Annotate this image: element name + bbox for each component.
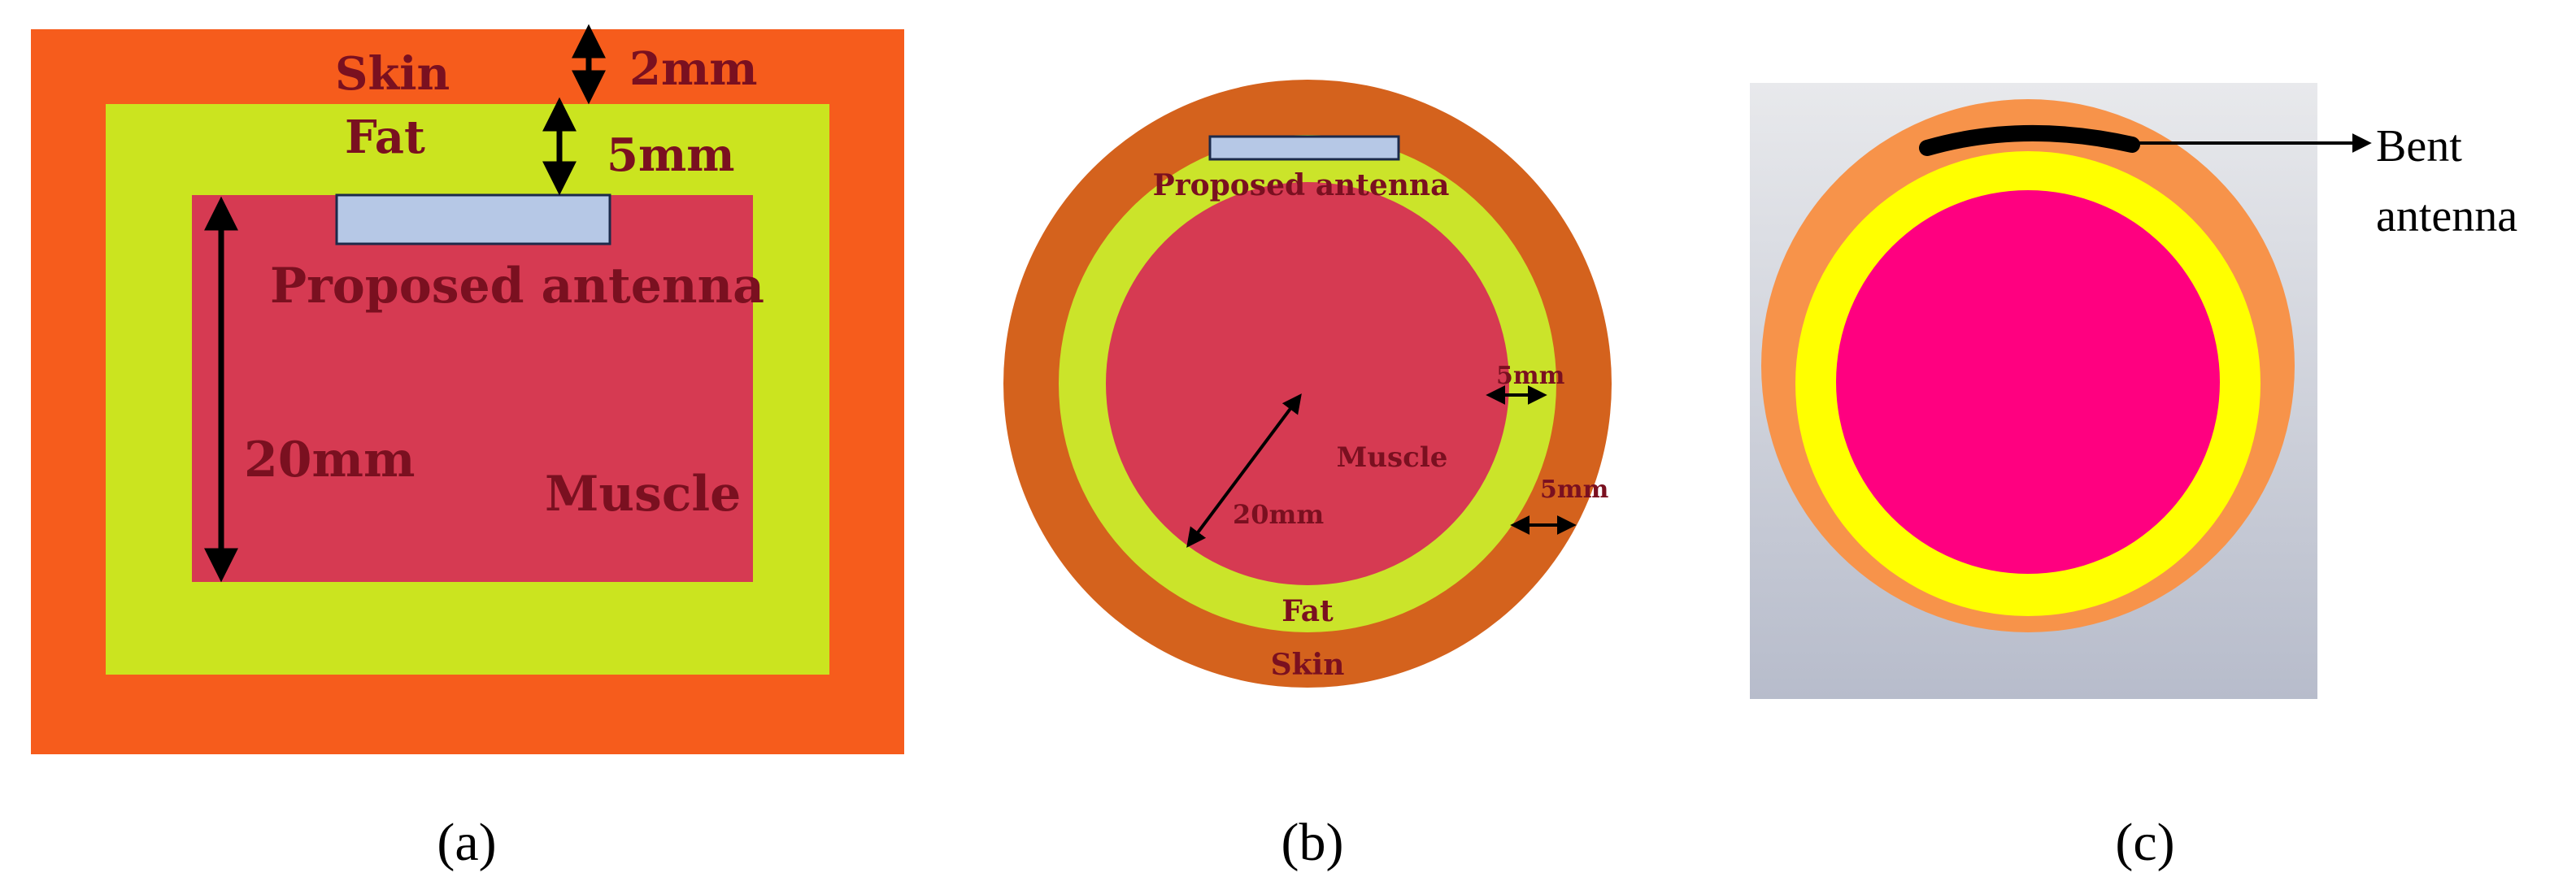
proposed-antenna	[1208, 135, 1400, 161]
caption-a: (a)	[437, 813, 496, 872]
fat-thickness-label: 5mm	[607, 128, 734, 182]
skin-label: Skin	[335, 47, 450, 101]
antenna-label-line2: antenna	[2376, 191, 2517, 241]
fat-label: Fat	[1281, 594, 1334, 628]
muscle-layer	[1836, 190, 2220, 574]
antenna-label: Proposed antenna	[1153, 168, 1450, 202]
fat-label: Fat	[345, 111, 425, 164]
panel-a: Skin Fat 2mm 5mm Proposed antenna 20mm M…	[31, 24, 904, 872]
muscle-radius-arrow	[1186, 393, 1302, 548]
skin-thickness-label: 2mm	[629, 42, 757, 96]
muscle-label: Muscle	[545, 466, 741, 523]
callout-dot	[2127, 138, 2137, 148]
fat-thickness-label: 5mm	[1496, 362, 1565, 390]
skin-label: Skin	[1271, 648, 1345, 682]
antenna-label-line1: Bent	[2376, 121, 2462, 171]
bent-antenna	[1919, 124, 2140, 156]
proposed-antenna	[335, 193, 611, 245]
muscle-layer	[192, 195, 753, 582]
muscle-radius-label: 20mm	[1233, 499, 1324, 530]
panel-c: Bent antenna (c)	[1750, 83, 2517, 872]
caption-b: (b)	[1281, 813, 1344, 872]
muscle-label: Muscle	[1337, 441, 1448, 474]
muscle-size-label: 20mm	[244, 432, 415, 488]
antenna-label: Proposed antenna	[270, 258, 764, 315]
panel-b: Proposed antenna 5mm 5mm 20mm Muscle Fat…	[1003, 80, 1612, 872]
caption-c: (c)	[2115, 813, 2174, 872]
skin-thickness-label: 5mm	[1540, 475, 1609, 504]
